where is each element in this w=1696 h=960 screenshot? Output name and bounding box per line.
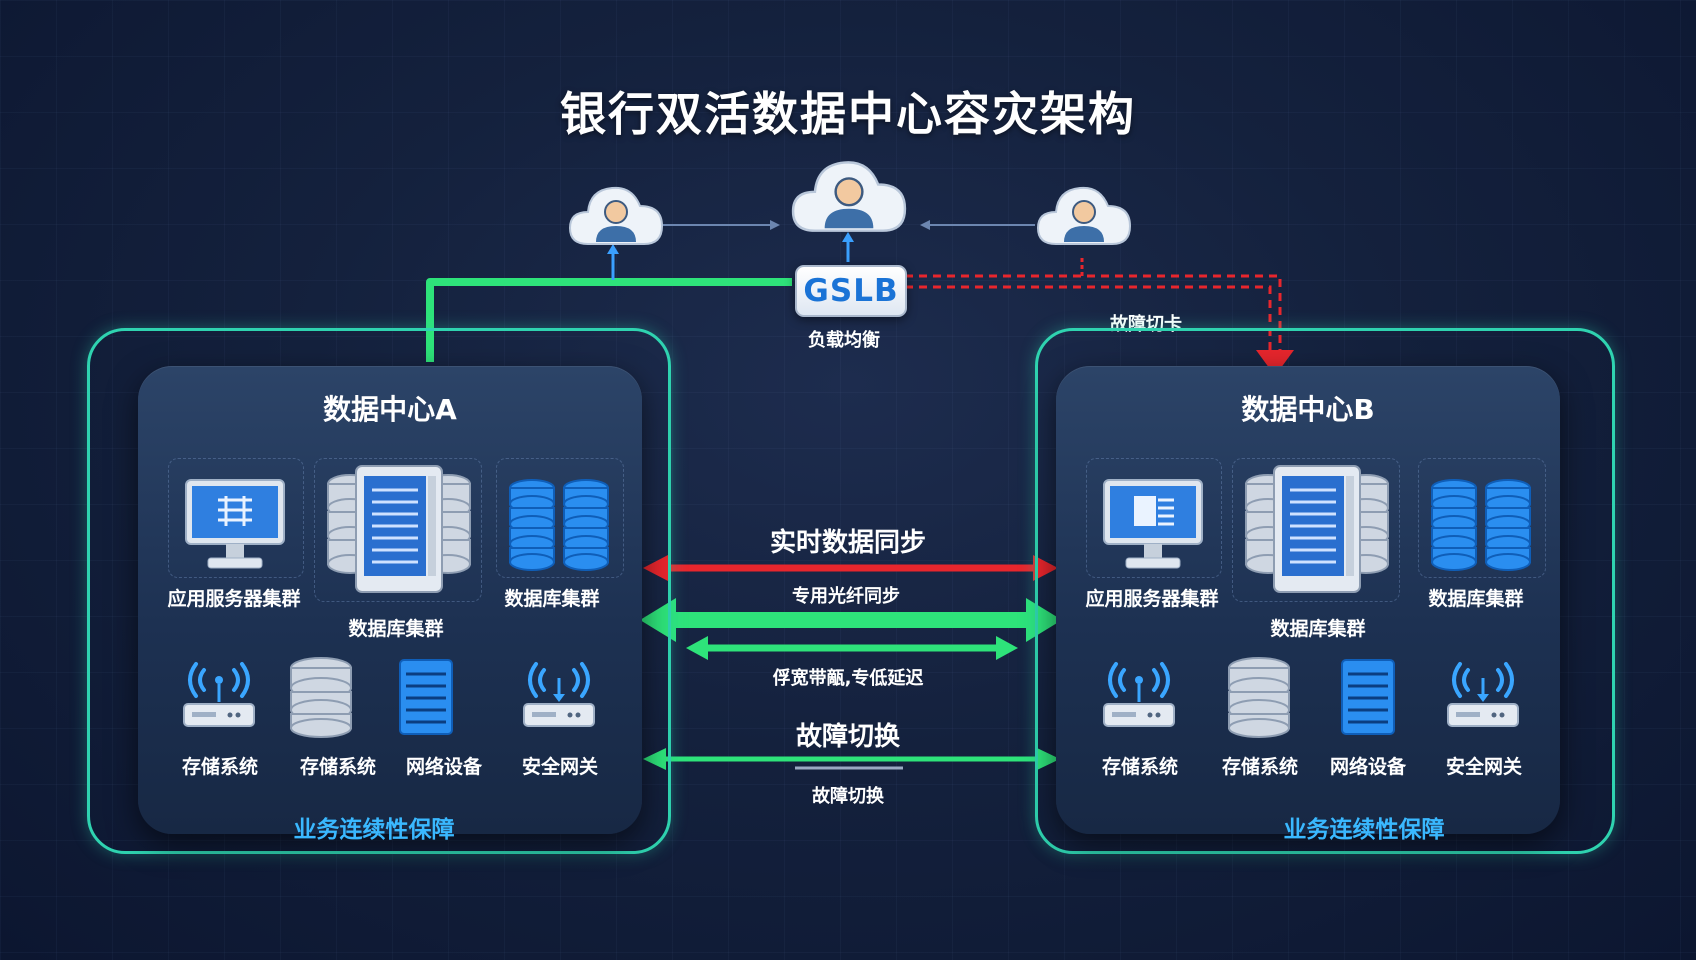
failover-path-line (905, 274, 1282, 350)
failover-arrowhead (1256, 350, 1294, 376)
user-cloud-icon (1036, 186, 1132, 245)
device-tile (1232, 458, 1400, 602)
database-stack-icon (509, 479, 609, 571)
dc-a-outer-frame (87, 328, 671, 854)
device-label: 应用服务器集群 (167, 588, 301, 610)
database-stack-icon (1431, 479, 1531, 571)
device-tile (168, 458, 304, 578)
server-tower-icon (327, 465, 471, 593)
device-label: 数据库集群 (1428, 588, 1524, 610)
user-cloud-icon (791, 161, 907, 232)
rack-server-icon (399, 659, 453, 735)
storage-cylinder-icon (1228, 657, 1290, 738)
rack-server-icon (1341, 659, 1395, 735)
gslb-to-dc-a-line (426, 278, 792, 362)
device-label: 网络设备 (405, 756, 483, 778)
fiber-label: 专用光纤同步 (792, 586, 900, 607)
continuity-footer: 业务连续性保障 (293, 817, 455, 843)
gslb-caption: 负载均衡 (808, 330, 880, 351)
device-tile (314, 458, 482, 602)
device-tile (496, 458, 624, 578)
device-label: 数据库集群 (1270, 618, 1366, 640)
device-label: 安全网关 (521, 756, 599, 778)
device-label: 存储系统 (181, 756, 259, 778)
storage-cylinder-icon (290, 657, 352, 738)
sync-title: 实时数据同步 (769, 528, 927, 558)
datacenter-a-panel: 数据中心A (138, 366, 642, 843)
wifi-router-icon (183, 662, 255, 727)
user-cloud-icon (568, 186, 664, 245)
page-title: 银行双活数据中心容灾架构 (560, 87, 1136, 141)
server-tower-icon (1245, 465, 1389, 593)
wifi-router-icon (523, 662, 595, 727)
device-label: 存储系统 (1101, 756, 1179, 778)
wifi-router-icon (1447, 662, 1519, 727)
device-label: 存储系统 (299, 756, 377, 778)
device-label: 存储系统 (1221, 756, 1299, 778)
dc-b-outer-frame (1035, 328, 1615, 854)
datacenter-title: 数据中心A (323, 393, 457, 426)
datacenter-b-panel: 数据中心B (1056, 366, 1560, 843)
continuity-footer: 业务连续性保障 (1283, 817, 1445, 843)
datacenter-title: 数据中心B (1241, 393, 1375, 426)
failover-title: 故障切换 (795, 722, 901, 752)
device-label: 安全网关 (1445, 756, 1523, 778)
monitor-icon (185, 479, 285, 569)
device-label: 应用服务器集群 (1085, 588, 1219, 610)
gslb-box[interactable]: GSLB (795, 265, 907, 317)
device-tile (1086, 458, 1222, 578)
failover-subtitle: 故障切换 (812, 786, 884, 807)
device-label: 网络设备 (1329, 756, 1407, 778)
wifi-router-icon (1103, 662, 1175, 727)
device-tile (1418, 458, 1546, 578)
device-label: 数据库集群 (348, 618, 444, 640)
monitor-icon (1103, 479, 1203, 569)
bandwidth-label: 俘宽带甋,专低延迟 (772, 668, 924, 689)
device-label: 数据库集群 (504, 588, 600, 610)
